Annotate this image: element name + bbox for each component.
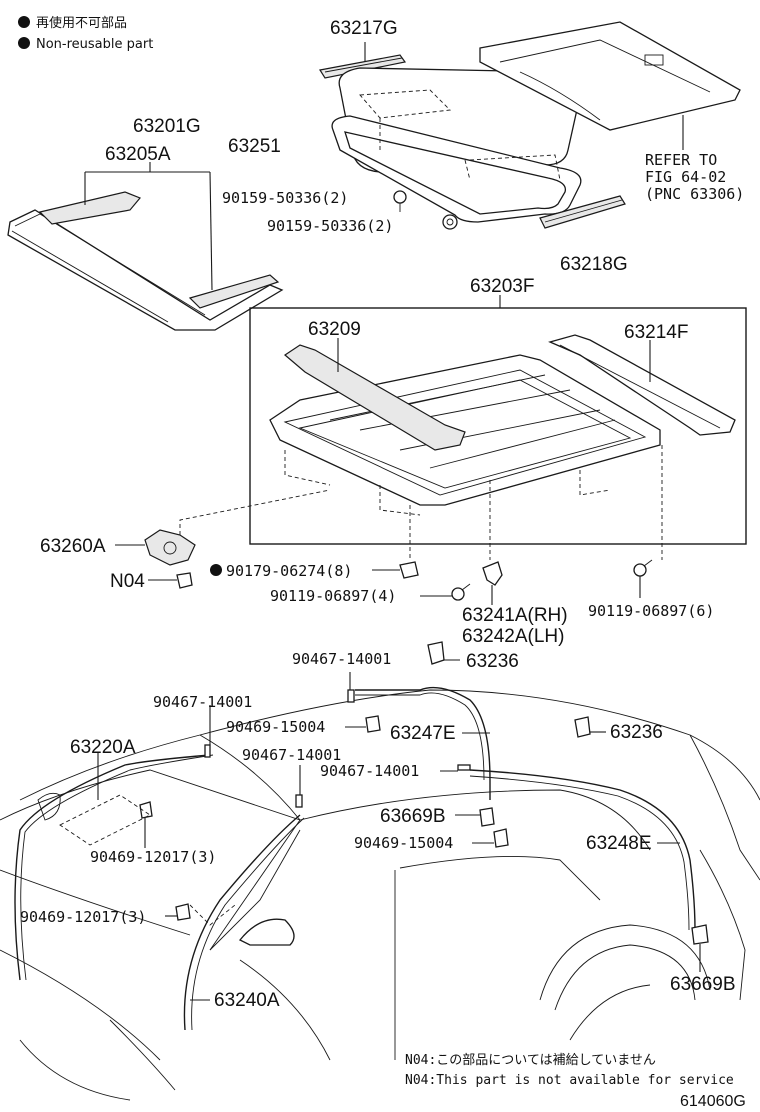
drain-hoses (14, 641, 709, 1031)
legend-jp: 再使用不可部品 (36, 15, 127, 31)
sunroof-glass-group (319, 21, 741, 230)
label-90159-a: 90159-50336(2) (222, 189, 348, 207)
hose-63220A (14, 754, 211, 981)
label-63205A: 63205A (105, 144, 171, 165)
label-63203F: 63203F (470, 276, 534, 297)
label-90469-a: 90469-15004 (226, 718, 325, 736)
non-reusable-dot-icon (18, 16, 30, 28)
hose-63248E (469, 769, 696, 931)
note-en: N04:This part is not available for servi… (405, 1073, 734, 1088)
hose-63247E (355, 686, 491, 800)
label-refer-1: REFER TO (645, 151, 717, 169)
nut-90179-06274 (210, 561, 419, 579)
guide-rail-63214F (548, 334, 736, 436)
label-90159-b: 90159-50336(2) (267, 217, 393, 235)
label-63220A: 63220A (70, 737, 136, 758)
label-63236-b: 63236 (610, 722, 663, 743)
footer-notes: N04:この部品については補給していません N04:This part is n… (405, 1053, 746, 1110)
bracket-63241A (482, 561, 503, 605)
label-90469-b: 90469-15004 (354, 834, 453, 852)
label-63217G: 63217G (330, 18, 398, 39)
clip-N04 (148, 572, 193, 589)
deflector-63218G (539, 195, 626, 229)
sunshade-ref-64-02 (479, 21, 741, 131)
label-90469-c: 90469-12017(3) (90, 848, 216, 866)
label-90467-c: 90467-14001 (242, 746, 341, 764)
hose-63240A (183, 814, 301, 1031)
non-reusable-dot-icon (210, 564, 222, 576)
drain-frame-63205A (7, 162, 284, 331)
bolt-90119-b (633, 559, 653, 598)
label-refer-2: FIG 64-02 (645, 168, 726, 186)
label-refer-3: (PNC 63306) (645, 185, 744, 203)
label-63209: 63209 (308, 319, 361, 340)
label-63242A: 63242A(LH) (462, 626, 564, 647)
legend-en: Non-reusable part (36, 37, 153, 52)
label-63241A: 63241A(RH) (462, 605, 568, 626)
screw-90159-b (442, 214, 458, 230)
label-90179: 90179-06274(8) (226, 562, 352, 580)
weatherstrip-63217G (319, 54, 407, 79)
label-N04: N04 (110, 571, 145, 592)
front-bar-63209 (284, 344, 466, 451)
label-90467-b: 90467-14001 (153, 693, 252, 711)
motor-63260A (115, 489, 331, 566)
label-63669B-b: 63669B (670, 974, 736, 995)
label-90119-a: 90119-06897(4) (270, 587, 396, 605)
label-63240A: 63240A (214, 990, 280, 1011)
non-reusable-dot-icon (18, 37, 30, 49)
bolt-90119-a (420, 583, 471, 601)
label-63214F: 63214F (624, 322, 688, 343)
legend: 再使用不可部品 Non-reusable part (18, 15, 153, 52)
housing-box-63203F (249, 307, 747, 545)
note-jp: N04:この部品については補給していません (405, 1053, 656, 1068)
label-63247E: 63247E (390, 723, 456, 744)
label-63248E: 63248E (586, 833, 652, 854)
screw-90159-a (393, 190, 407, 212)
label-63669B-a: 63669B (380, 806, 446, 827)
sunroof-housing (269, 334, 736, 560)
figure-id: 614060G (680, 1093, 746, 1110)
label-63260A: 63260A (40, 536, 106, 557)
label-63201G: 63201G (133, 116, 201, 137)
label-90467-d: 90467-14001 (320, 762, 419, 780)
label-90469-d: 90469-12017(3) (20, 908, 146, 926)
label-90119-b: 90119-06897(6) (588, 602, 714, 620)
label-63218G: 63218G (560, 254, 628, 275)
label-63251: 63251 (228, 136, 281, 157)
part-labels: 63217G 63201G 63251 63205A 90159-50336(2… (20, 18, 744, 1011)
label-90467-a: 90467-14001 (292, 650, 391, 668)
car-body (0, 689, 760, 1101)
label-63236-a: 63236 (466, 651, 519, 672)
